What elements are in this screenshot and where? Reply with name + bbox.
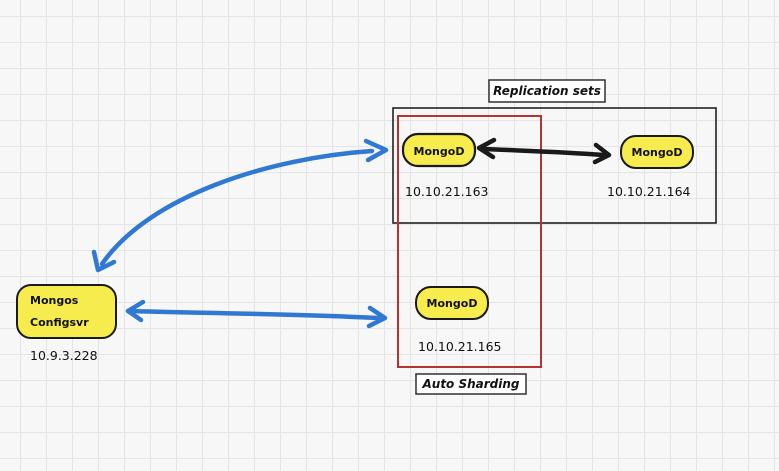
replication-set-box [392, 107, 717, 224]
mongos-label-line1: Mongos [30, 294, 79, 307]
mongos-ip: 10.9.3.228 [30, 348, 98, 363]
mongod-node-164: MongoD [620, 135, 694, 169]
arrow-replication-163-164 [476, 137, 612, 165]
mongod-node-165: MongoD [415, 286, 489, 320]
arrow-mongos-to-mongod-165 [125, 299, 388, 329]
mongod-node-163: MongoD [401, 132, 477, 168]
auto-sharding-caption: Auto Sharding [415, 373, 527, 395]
mongos-label-line2: Configsvr [30, 316, 89, 329]
replication-sets-caption: Replication sets [488, 79, 606, 103]
mongod-164-label: MongoD [632, 146, 683, 159]
auto-sharding-box [397, 115, 542, 368]
mongod-165-ip: 10.10.21.165 [418, 339, 502, 354]
mongod-163-label: MongoD [414, 145, 465, 158]
arrow-mongos-to-mongod-163 [91, 138, 389, 273]
auto-sharding-caption-text: Auto Sharding [421, 377, 519, 391]
mongod-164-ip: 10.10.21.164 [607, 184, 691, 199]
replication-sets-caption-text: Replication sets [493, 84, 601, 98]
mongod-165-label: MongoD [427, 297, 478, 310]
mongod-163-ip: 10.10.21.163 [405, 184, 489, 199]
mongos-configsvr-node: Mongos Configsvr [16, 284, 117, 339]
